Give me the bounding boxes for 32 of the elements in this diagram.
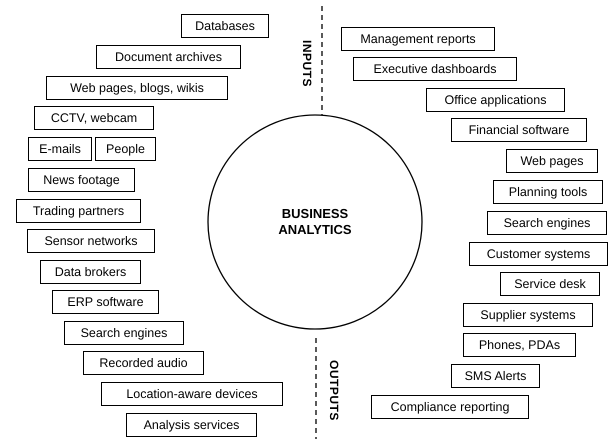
input-source-box: CCTV, webcam xyxy=(34,106,154,130)
input-source-box: Sensor networks xyxy=(27,229,155,253)
input-source-box: Recorded audio xyxy=(83,351,204,375)
output-box: Phones, PDAs xyxy=(463,333,576,357)
input-source-box: Location-aware devices xyxy=(101,382,283,406)
input-source-box: Trading partners xyxy=(16,199,141,223)
input-source-box: Search engines xyxy=(64,321,184,345)
input-source-box: Document archives xyxy=(96,45,241,69)
input-source-box: News footage xyxy=(28,168,135,192)
output-box: Financial software xyxy=(451,118,587,142)
input-source-box: Web pages, blogs, wikis xyxy=(46,76,228,100)
output-box: Service desk xyxy=(500,272,600,296)
circle-title: BUSINESS ANALYTICS xyxy=(277,206,353,238)
output-box: Planning tools xyxy=(493,180,603,204)
output-box: SMS Alerts xyxy=(451,364,540,388)
input-source-box: People xyxy=(95,137,156,161)
central-circle xyxy=(207,114,423,330)
output-box: Management reports xyxy=(341,27,495,51)
output-box: Customer systems xyxy=(469,242,608,266)
input-source-box: Databases xyxy=(181,14,269,38)
input-source-box: Analysis services xyxy=(126,413,257,437)
section-label: INPUTS xyxy=(300,40,314,88)
input-source-box: ERP software xyxy=(52,290,159,314)
output-box: Office applications xyxy=(426,88,565,112)
input-source-box: E-mails xyxy=(28,137,92,161)
output-box: Search engines xyxy=(487,211,607,235)
output-box: Web pages xyxy=(506,149,598,173)
section-label: OUTPUTS xyxy=(327,360,341,421)
output-box: Compliance reporting xyxy=(371,395,529,419)
input-source-box: Data brokers xyxy=(40,260,141,284)
output-box: Executive dashboards xyxy=(353,57,517,81)
output-box: Supplier systems xyxy=(463,303,593,327)
